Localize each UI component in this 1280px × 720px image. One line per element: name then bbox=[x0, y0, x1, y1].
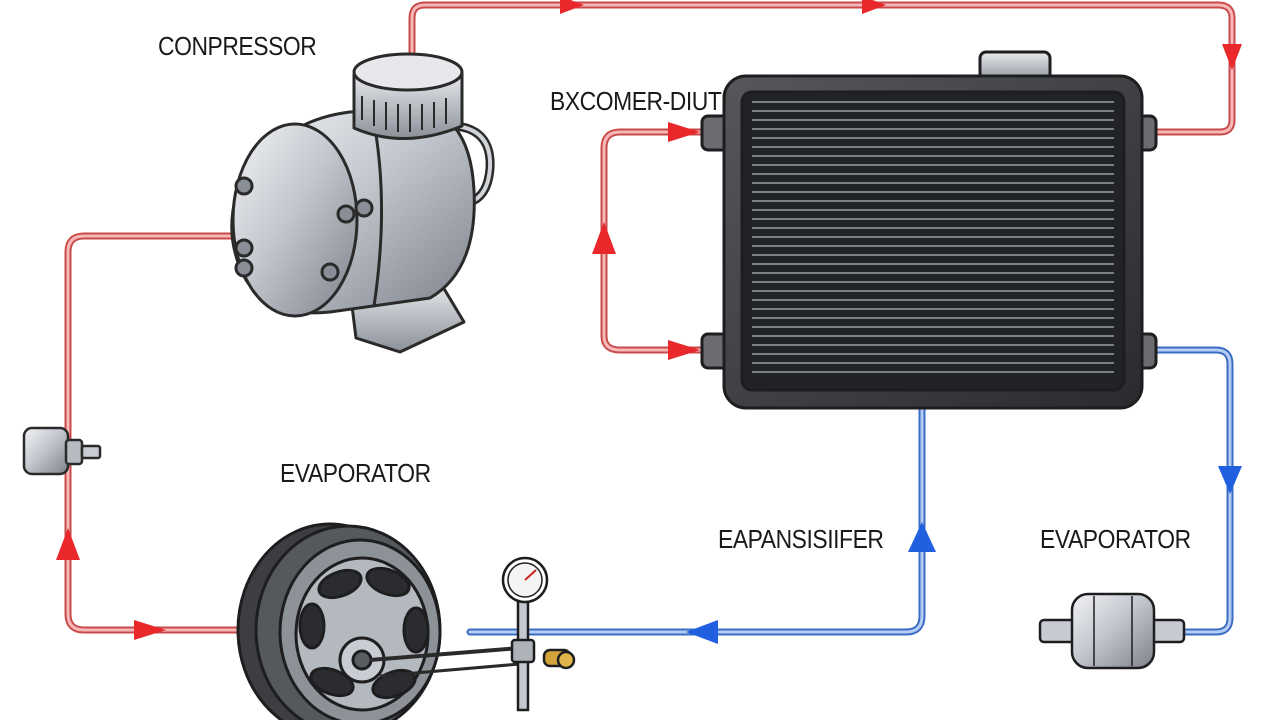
arrow-bottom-right bbox=[134, 620, 166, 640]
arrow-condenser-in-bottom bbox=[668, 340, 700, 360]
compressor-pump-icon bbox=[230, 52, 495, 354]
filter-drier-icon bbox=[1038, 592, 1186, 670]
radiator-condenser-icon bbox=[700, 50, 1158, 410]
hot-line-left-loop bbox=[600, 128, 716, 354]
evaporator-label-right: EVAPORATOR bbox=[1040, 524, 1191, 554]
condenser-label: BXCOMER-DIUTI bbox=[550, 86, 728, 116]
arrow-blue-left bbox=[686, 620, 718, 644]
arrow-blue-down bbox=[1218, 466, 1242, 494]
flow-arrows bbox=[56, 0, 1242, 644]
compressor-bolts bbox=[234, 176, 374, 282]
arrow-top-2 bbox=[862, 0, 886, 14]
wheel-slots bbox=[298, 566, 430, 700]
cold-line-right bbox=[1146, 346, 1234, 636]
expansion-valve-label: EAPANSISIIFER bbox=[718, 524, 884, 554]
pressure-gauge-icon bbox=[501, 556, 576, 712]
arrow-left-up bbox=[56, 528, 80, 560]
arrow-blue-up bbox=[908, 522, 936, 552]
evaporator-fan-wheel-icon bbox=[236, 522, 521, 720]
radiator-fins bbox=[752, 101, 1114, 373]
arrow-left-loop-up bbox=[592, 222, 616, 254]
arrow-condenser-in-top bbox=[668, 122, 700, 142]
compressor-label: CONPRESSOR bbox=[158, 31, 317, 61]
inline-valve-icon bbox=[22, 426, 102, 476]
arrow-right-down bbox=[1222, 44, 1242, 70]
hot-line-left-vertical bbox=[64, 232, 244, 634]
arrow-top-1 bbox=[560, 0, 584, 14]
evaporator-label-left: EVAPORATOR bbox=[280, 458, 431, 488]
